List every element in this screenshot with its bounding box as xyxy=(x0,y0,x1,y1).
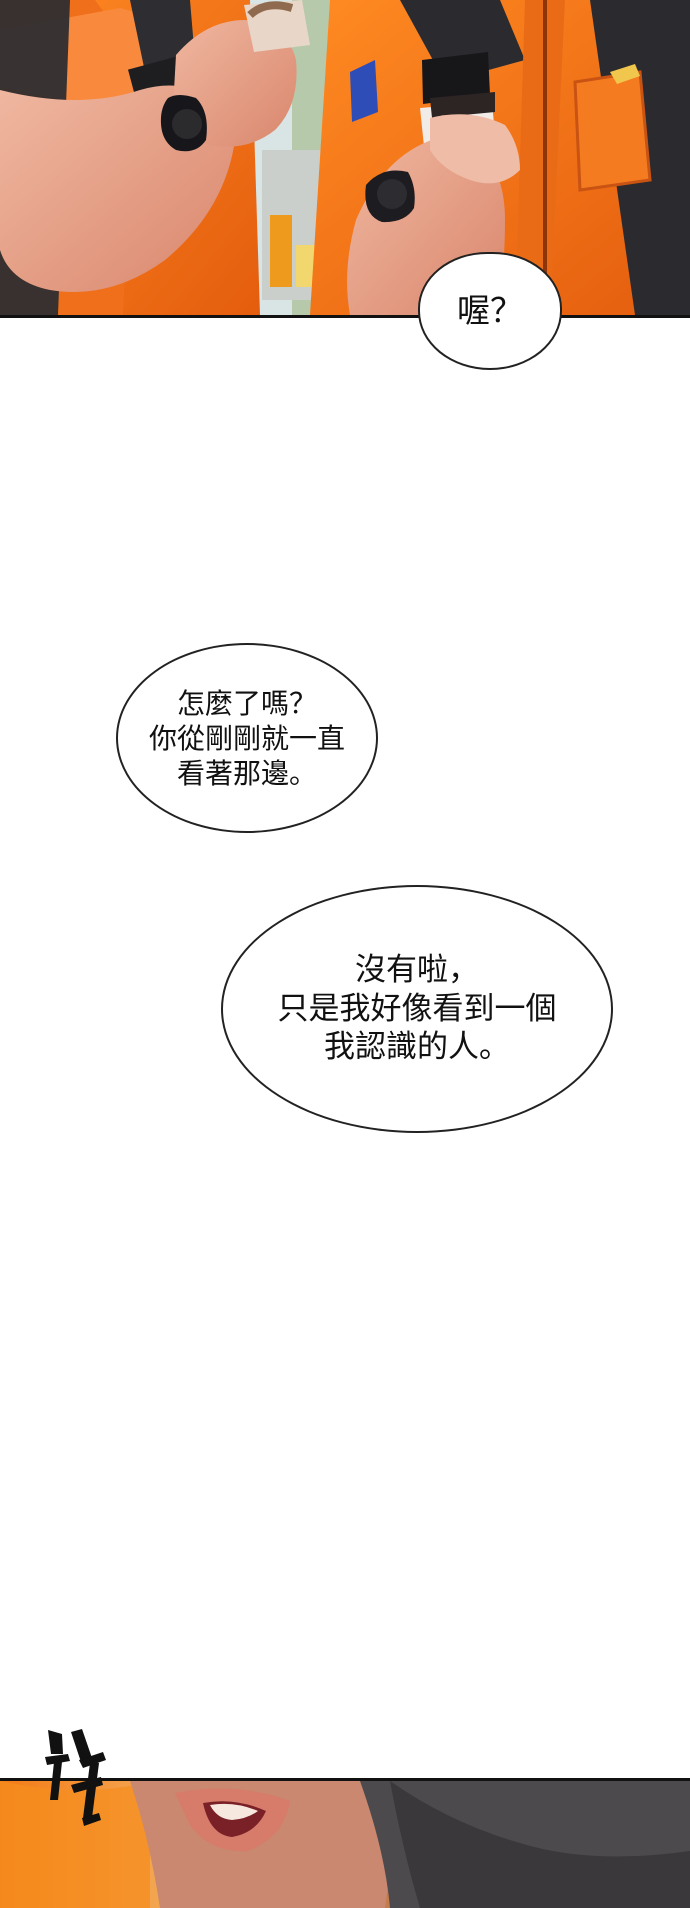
bottom-panel xyxy=(0,1778,690,1908)
speech-bubble-reply: 沒有啦， 只是我好像看到一個 我認識的人。 xyxy=(221,885,613,1133)
speech-bubble-asking: 怎麼了嗎？ 你從剛剛就一直 看著那邊。 xyxy=(116,643,378,833)
speech-text-reply: 沒有啦， 只是我好像看到一個 我認識的人。 xyxy=(277,951,557,1066)
top-panel xyxy=(0,0,690,318)
speech-bubble-question: 喔？ xyxy=(418,252,562,370)
speech-text-question: 喔？ xyxy=(457,291,523,331)
watch-icon xyxy=(172,109,202,139)
sound-effect-hu: 呼 xyxy=(45,1729,106,1826)
top-panel-illustration xyxy=(0,0,690,315)
bottom-panel-illustration xyxy=(0,1781,690,1908)
speech-text-asking: 怎麼了嗎？ 你從剛剛就一直 看著那邊。 xyxy=(148,686,345,790)
